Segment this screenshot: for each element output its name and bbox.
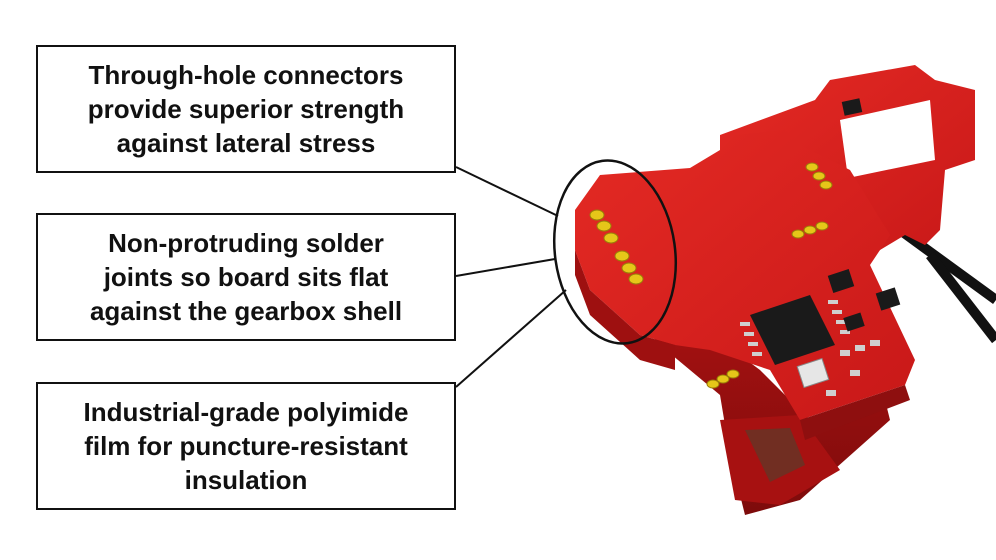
callout-line: provide superior strength [87,94,405,124]
callout-line: Industrial-grade polyimide [83,397,409,427]
highlight-ellipse [552,159,678,345]
callout-text: Non-protruding solder joints so board si… [90,226,402,328]
callout-polyimide: Industrial-grade polyimide film for punc… [36,382,456,510]
callout-line: against lateral stress [116,128,376,158]
pcb-main-board [575,130,915,440]
small-components [796,269,901,396]
callout-text: Industrial-grade polyimide film for punc… [83,395,408,497]
callout-line: film for puncture-resistant [84,431,408,461]
callout-solder-joints: Non-protruding solder joints so board si… [36,213,456,341]
callout-line: Non-protruding solder [108,228,384,258]
main-ic-chip [740,295,850,365]
callout-line: insulation [184,465,308,495]
callout-line: against the gearbox shell [89,296,403,326]
callout-text: Through-hole connectors provide superior… [88,58,404,160]
callout-through-hole: Through-hole connectors provide superior… [36,45,456,173]
upper-pad-group [791,162,833,239]
callout-line: joints so board sits flat [103,262,389,292]
lower-pad-group [706,369,740,389]
wire-bundle [897,225,996,344]
leader-lines [455,166,567,388]
callout-line: Through-hole connectors [88,60,404,90]
left-pad-row [589,209,644,285]
